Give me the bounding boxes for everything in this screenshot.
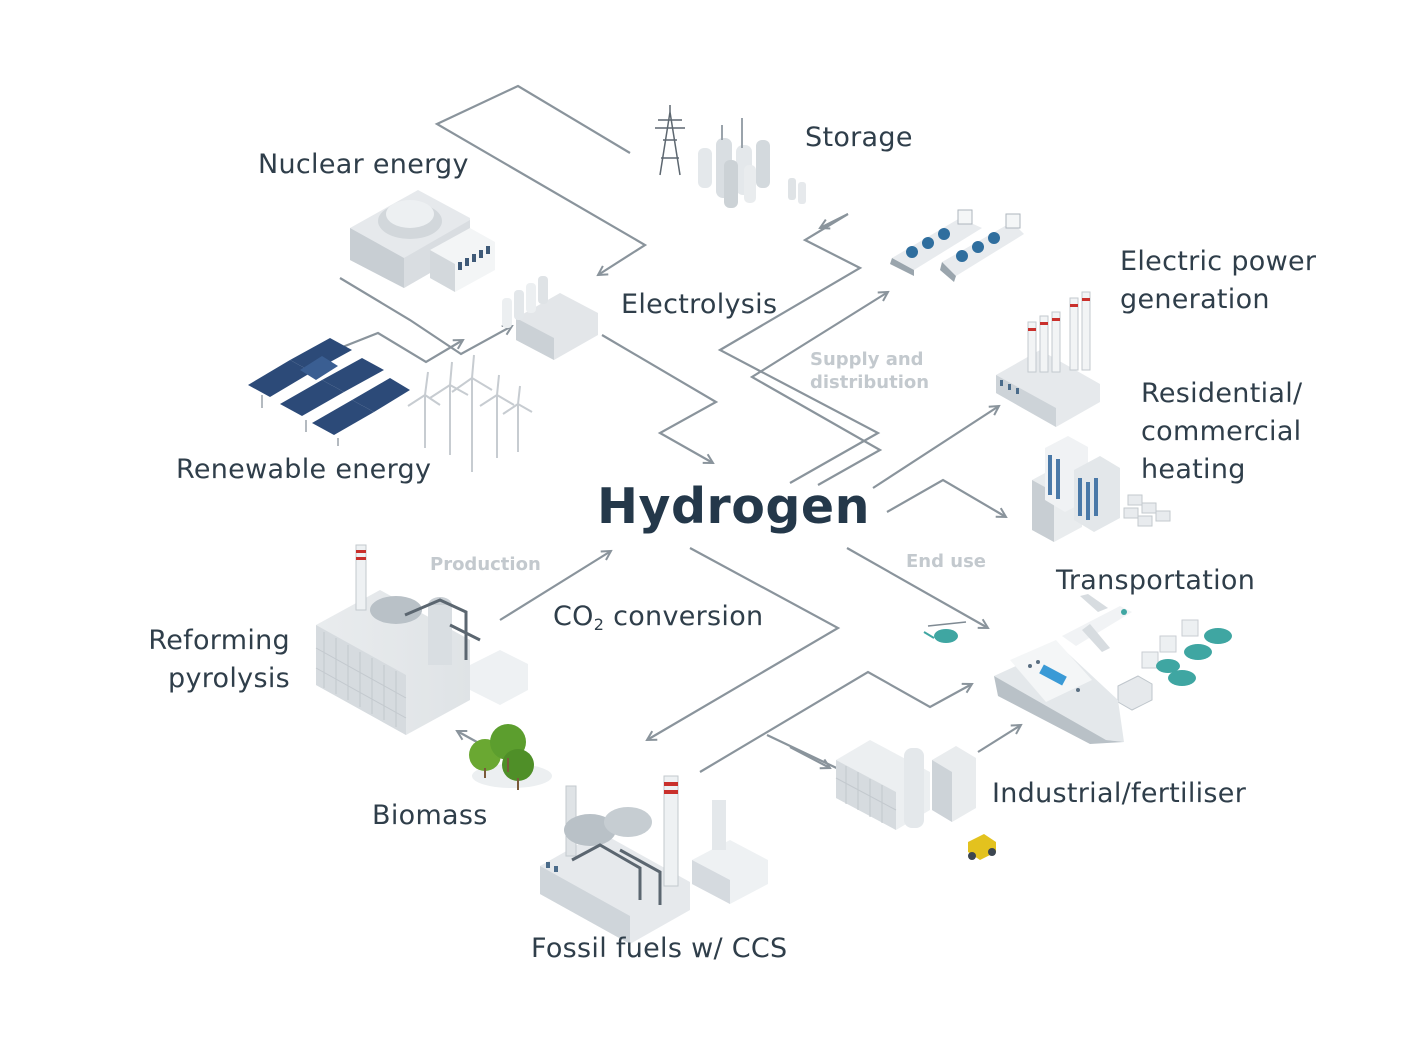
arrow-fossil-transport: [699, 670, 972, 773]
label-transportation: Transportation: [1056, 565, 1256, 596]
label-co2-prefix: CO: [553, 601, 594, 632]
label-electric-power-line2: generation: [1120, 284, 1270, 315]
diagram-title: Hydrogen: [597, 478, 871, 535]
label-co2-conversion: CO2 conversion: [553, 598, 763, 644]
tractor-icon: [968, 834, 996, 860]
arrow-nuclear-electrolysis-2: [339, 277, 512, 356]
industrial-plant-icon: [835, 740, 976, 830]
arrow-hydrogen-heating: [886, 478, 1006, 517]
truck-icon: [1117, 675, 1153, 711]
buildings-icon: [1032, 436, 1171, 542]
arrow-nuclear-electrolysis: [434, 84, 648, 275]
label-co2-subscript: 2: [593, 615, 605, 634]
label-reforming-line2: pyrolysis: [168, 663, 290, 694]
tanker-ships-icon: [890, 209, 1024, 282]
reforming-plant-icon: [315, 544, 528, 735]
label-residential-commercial-heating: Residential/ commercial heating: [1141, 375, 1302, 489]
electric-cars-icon: [1141, 619, 1232, 686]
arrow-hydrogen-transport: [846, 547, 988, 628]
category-supply-distribution: Supply and distribution: [810, 348, 929, 394]
label-biomass: Biomass: [372, 800, 488, 831]
power-plant-icon: [996, 291, 1100, 427]
electrolysis-plant-icon: [502, 276, 598, 360]
cruise-ship-icon: [994, 640, 1124, 744]
label-heating-line3: heating: [1141, 454, 1246, 485]
label-electrolysis: Electrolysis: [621, 289, 778, 320]
arrow-hydrogen-co2: [647, 547, 841, 740]
label-reforming-pyrolysis: Reforming pyrolysis: [110, 622, 290, 698]
label-heating-line2: commercial: [1141, 416, 1302, 447]
label-renewable-energy: Renewable energy: [176, 454, 432, 485]
power-pylon-icon: [655, 105, 685, 176]
airplane-icon: [1062, 594, 1132, 652]
nuclear-plant-icon: [350, 190, 495, 292]
category-supply-line1: Supply and: [810, 349, 924, 370]
helicopter-icon: [923, 621, 967, 643]
arrow-reforming-hydrogen: [499, 551, 611, 621]
label-fossil-fuels-ccs: Fossil fuels w/ CCS: [531, 933, 788, 964]
storage-tanks-icon: [698, 118, 806, 208]
label-industrial-fertiliser: Industrial/fertiliser: [992, 778, 1247, 809]
category-supply-line2: distribution: [810, 372, 930, 393]
arrow-electrolysis-hydrogen: [601, 334, 719, 463]
category-end-use: End use: [906, 551, 986, 572]
arrow-industrial-transport-2: [977, 725, 1021, 753]
label-storage: Storage: [805, 122, 913, 153]
category-production: Production: [430, 554, 541, 575]
label-reforming-line1: Reforming: [148, 625, 290, 656]
solar-panels-icon: [248, 338, 410, 446]
label-nuclear-energy: Nuclear energy: [258, 149, 469, 180]
label-heating-line1: Residential/: [1141, 378, 1303, 409]
wind-turbines-icon: [407, 354, 533, 472]
trees-icon: [469, 724, 552, 790]
label-electric-power-line1: Electric power: [1120, 246, 1317, 277]
arrow-hydrogen-storage: [717, 213, 881, 484]
arrow-hydrogen-ships: [749, 292, 888, 486]
label-electric-power-generation: Electric power generation: [1120, 243, 1316, 319]
label-co2-suffix: conversion: [604, 601, 764, 632]
arrow-hydrogen-power: [872, 406, 999, 489]
fossil-plant-icon: [540, 775, 768, 944]
arrow-fossil-industrial: [789, 746, 830, 768]
arrow-renewable-electrolysis: [339, 331, 463, 364]
